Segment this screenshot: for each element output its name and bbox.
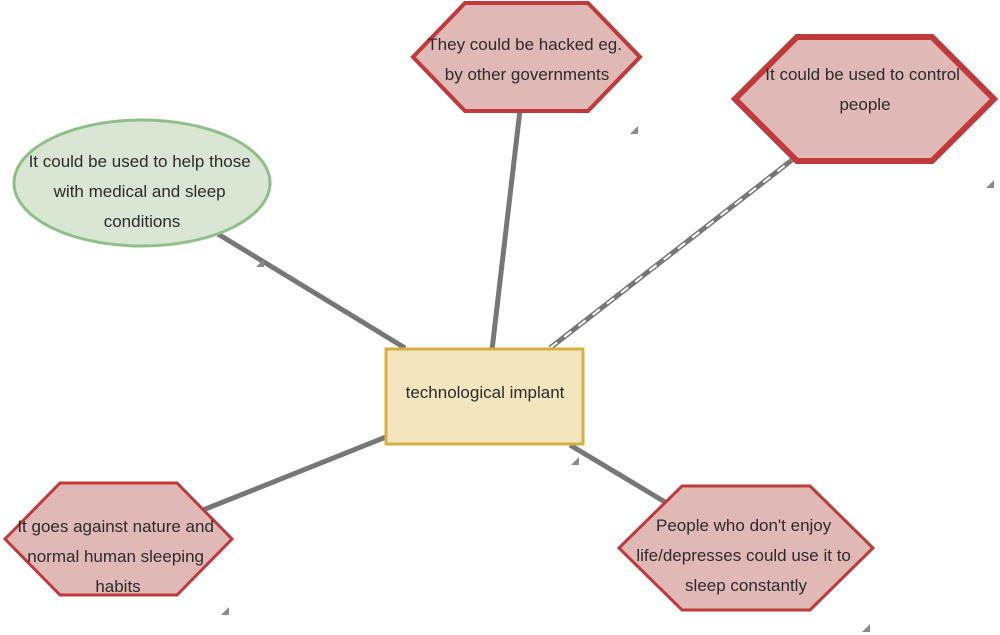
node-control-line: It could be used to control xyxy=(765,65,960,84)
connector-nature xyxy=(202,434,387,513)
node-depressed-line: sleep constantly xyxy=(685,576,807,595)
node-hacked[interactable]: They could be hacked eg. by other govern… xyxy=(410,0,643,113)
center-node-text: technological implant xyxy=(406,383,565,402)
resize-grip-icon[interactable] xyxy=(986,180,994,188)
node-depressed[interactable]: People who don't enjoy life/depresses co… xyxy=(616,484,876,612)
node-nature-shape xyxy=(2,481,235,597)
node-hacked-line: They could be hacked eg. xyxy=(427,35,622,54)
resize-grip-icon[interactable] xyxy=(256,259,264,267)
node-medical-line: It could be used to help those xyxy=(29,152,251,171)
center-node-line: technological implant xyxy=(406,383,565,402)
node-control-shape xyxy=(730,34,999,164)
node-nature[interactable]: It goes against nature and normal human … xyxy=(2,481,235,597)
connector-hacked xyxy=(489,109,523,351)
node-depressed-text: People who don't enjoy life/depresses co… xyxy=(636,516,855,595)
node-medical-text: It could be used to help those with medi… xyxy=(29,152,256,231)
node-depressed-shape xyxy=(616,484,876,612)
node-depressed-line: People who don't enjoy xyxy=(656,516,832,535)
resize-grip-icon[interactable] xyxy=(630,126,638,134)
node-nature-line: normal human sleeping xyxy=(27,547,204,566)
center-node[interactable]: technological implant xyxy=(384,347,585,446)
node-nature-line: It goes against nature and xyxy=(17,517,214,536)
node-depressed-line: life/depresses could use it to xyxy=(636,546,851,565)
node-nature-line: habits xyxy=(95,577,140,596)
resize-grip-icon[interactable] xyxy=(571,457,579,465)
node-hacked-line: by other governments xyxy=(445,65,609,84)
node-control-text: It could be used to control people xyxy=(765,65,964,114)
resize-grips xyxy=(221,126,994,632)
connector-depressed xyxy=(568,442,667,505)
node-medical-line: with medical and sleep xyxy=(53,182,226,201)
node-medical-shape xyxy=(12,118,272,248)
node-control-line: people xyxy=(839,95,890,114)
resize-grip-icon[interactable] xyxy=(221,607,229,615)
connector-control-dash xyxy=(549,159,793,349)
connector-medical xyxy=(216,231,407,351)
connectors xyxy=(202,109,794,513)
node-control[interactable]: It could be used to control people xyxy=(730,34,999,164)
node-medical[interactable]: It could be used to help those with medi… xyxy=(12,118,272,248)
node-nature-text: It goes against nature and normal human … xyxy=(17,517,218,596)
center-node-shape xyxy=(384,347,585,446)
node-hacked-shape xyxy=(410,0,643,113)
node-medical-line: conditions xyxy=(104,212,181,231)
node-hacked-text: They could be hacked eg. by other govern… xyxy=(427,35,626,84)
resize-grip-icon[interactable] xyxy=(862,624,870,632)
